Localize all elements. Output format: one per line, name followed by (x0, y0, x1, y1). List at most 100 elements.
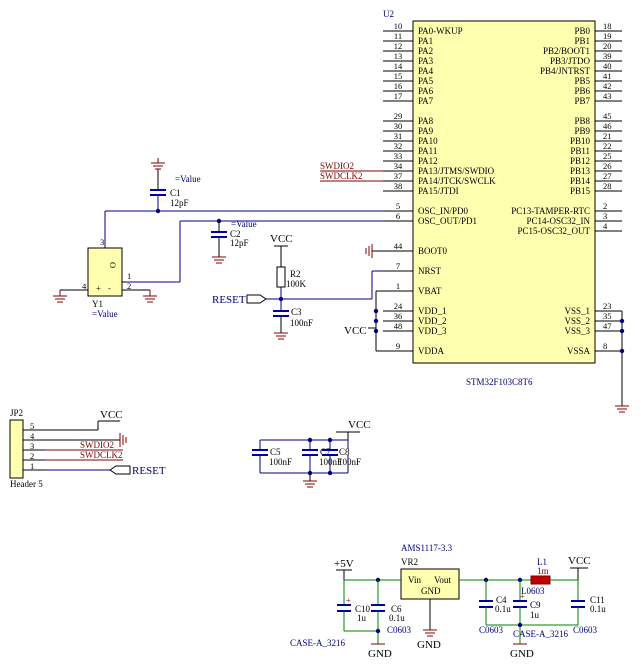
jp2-pin: 1 (23, 461, 45, 471)
c6-value: 0.1u (389, 613, 405, 623)
c11-ref: C11 (590, 595, 605, 605)
c4-value: 0.1u (495, 604, 511, 614)
c2-ground (212, 256, 226, 264)
c11-pkg: C0603 (573, 625, 598, 635)
boot0-ground (365, 244, 383, 258)
c6-ref: C6 (391, 604, 402, 614)
c2-valfield: =Value (231, 219, 257, 229)
pin-number: 13 (394, 51, 403, 61)
pin-name: VSSA (567, 346, 591, 356)
power-section: AMS1117-3.3 VR2 Vin Vout GND +5V VCC L1 … (290, 543, 606, 660)
c1-top-ground (151, 158, 165, 189)
pin-number: 36 (394, 311, 403, 321)
l1-ref: L1 (537, 557, 547, 567)
reg-vout: Vout (434, 575, 451, 585)
jp2-swdio: SWDIO2 (80, 440, 114, 450)
pin-name: PB6 (574, 86, 590, 96)
junction-c1 (155, 208, 161, 214)
jp2-ref: JP2 (10, 408, 23, 418)
crystal-o: O (108, 262, 118, 268)
jp2-pin: 2 (23, 451, 45, 461)
pin-name: PA12 (418, 156, 438, 166)
c5-value: 100nF (269, 457, 292, 467)
c3-ground (274, 332, 288, 340)
mcu-part: STM32F103C8T6 (466, 377, 533, 387)
pin-number: 29 (394, 111, 403, 121)
pin-number: 32 (394, 141, 403, 151)
pin-name: PB13 (570, 166, 591, 176)
vcc-vdd-label: VCC (344, 325, 367, 337)
pin-name: PB2/BOOT1 (543, 46, 590, 56)
pin-name: PA3 (418, 56, 434, 66)
pin-number: 21 (603, 131, 612, 141)
pin-number: 3 (603, 211, 607, 221)
pin-name: VDD_1 (418, 306, 447, 316)
c2-ref: C2 (230, 229, 241, 239)
crystal-pin2: 2 (127, 281, 131, 291)
vcc-reset-label: VCC (270, 233, 293, 245)
reset-label: RESET (212, 294, 246, 306)
pin-name: PA4 (418, 66, 434, 76)
crystal-gnd-left (53, 290, 67, 303)
crystal-gnd-right (143, 290, 157, 303)
pin-number: 9 (396, 341, 400, 351)
pin-name: PB15 (570, 186, 591, 196)
pin-name: PA1 (418, 36, 433, 46)
pin-name: PA2 (418, 46, 433, 56)
pin-number: 16 (394, 81, 403, 91)
pin-number: 1 (396, 281, 400, 291)
vcc-decap-label: VCC (348, 419, 371, 431)
c7-ref: C7 (320, 447, 331, 457)
pin-number: 41 (603, 71, 612, 81)
r2-resistor (276, 266, 286, 288)
crystal-pin1: 1 (127, 271, 131, 281)
c7-value: 100nF (319, 457, 342, 467)
jp2-swdclk: SWDCLK2 (80, 450, 123, 460)
pin-number: 34 (394, 161, 403, 171)
jp2-ground (119, 433, 127, 447)
junction-reset (278, 296, 284, 302)
pin-number: 20 (603, 41, 612, 51)
pin-name: VSS_3 (564, 326, 590, 336)
mcu-ref: U2 (383, 9, 394, 19)
l1-inductor (530, 575, 551, 585)
crystal-minus: - (108, 283, 111, 293)
gnd-label-2: GND (417, 639, 441, 651)
pin-name: PA9 (418, 126, 434, 136)
pin-number: 37 (394, 171, 403, 181)
pin-name: PA15/JTDI (418, 186, 459, 196)
pin-name: BOOT0 (418, 246, 447, 256)
vcc-jp2-label: VCC (100, 409, 123, 421)
pin-number: 26 (603, 161, 612, 171)
jp2-pin-number: 2 (30, 451, 34, 461)
pin-name: PB12 (570, 156, 590, 166)
vss-ground (615, 311, 629, 413)
swdclk-label: SWDCLK2 (320, 171, 363, 181)
c1-value: 12pF (170, 198, 189, 208)
